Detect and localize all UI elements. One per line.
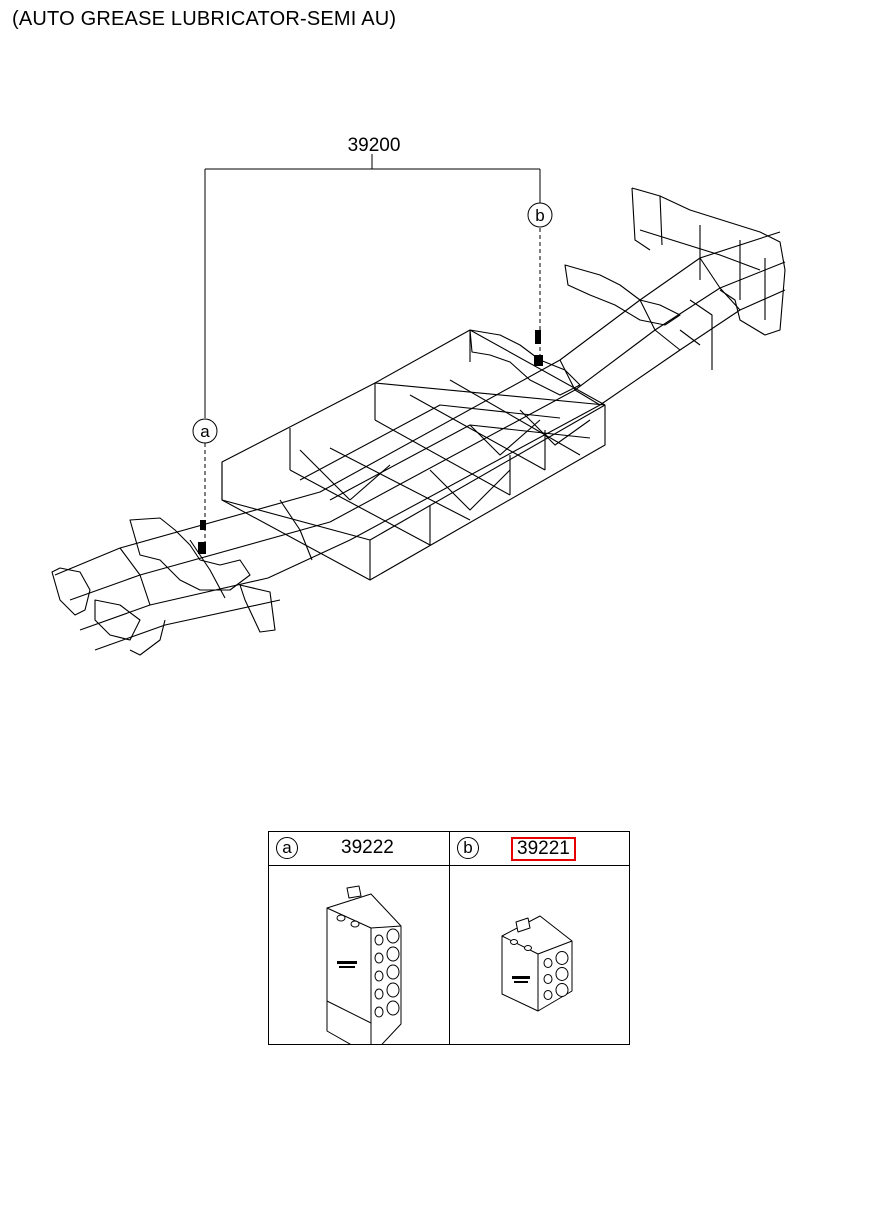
lubricator-a-on-frame (198, 520, 206, 554)
lubricator-b-on-frame (534, 330, 543, 366)
chassis-frame (51, 187, 786, 656)
callout-a: a (192, 418, 218, 444)
svg-text:b: b (535, 206, 544, 225)
legend-part-number-a[interactable]: 39222 (341, 837, 394, 858)
legend-callout-a: a (276, 837, 298, 859)
legend-header-a: a 39222 (269, 832, 449, 866)
svg-text:a: a (200, 422, 210, 441)
legend-part-number-b-highlighted[interactable]: 39221 (511, 837, 576, 861)
lubricator-block-small-illustration (501, 915, 573, 1012)
legend-cell-a: a 39222 (269, 832, 450, 1057)
parts-legend-table: a 39222 (268, 831, 630, 1057)
legend-callout-b: b (457, 837, 479, 859)
callout-b: b (527, 202, 553, 228)
legend-header-b: b 39221 (450, 832, 629, 866)
lubricator-block-large-illustration (326, 885, 402, 1057)
legend-cell-b: b 39221 (450, 832, 629, 1044)
diagram-title: (AUTO GREASE LUBRICATOR-SEMI AU) (12, 8, 397, 30)
assembly-part-number: 39200 (348, 135, 401, 156)
